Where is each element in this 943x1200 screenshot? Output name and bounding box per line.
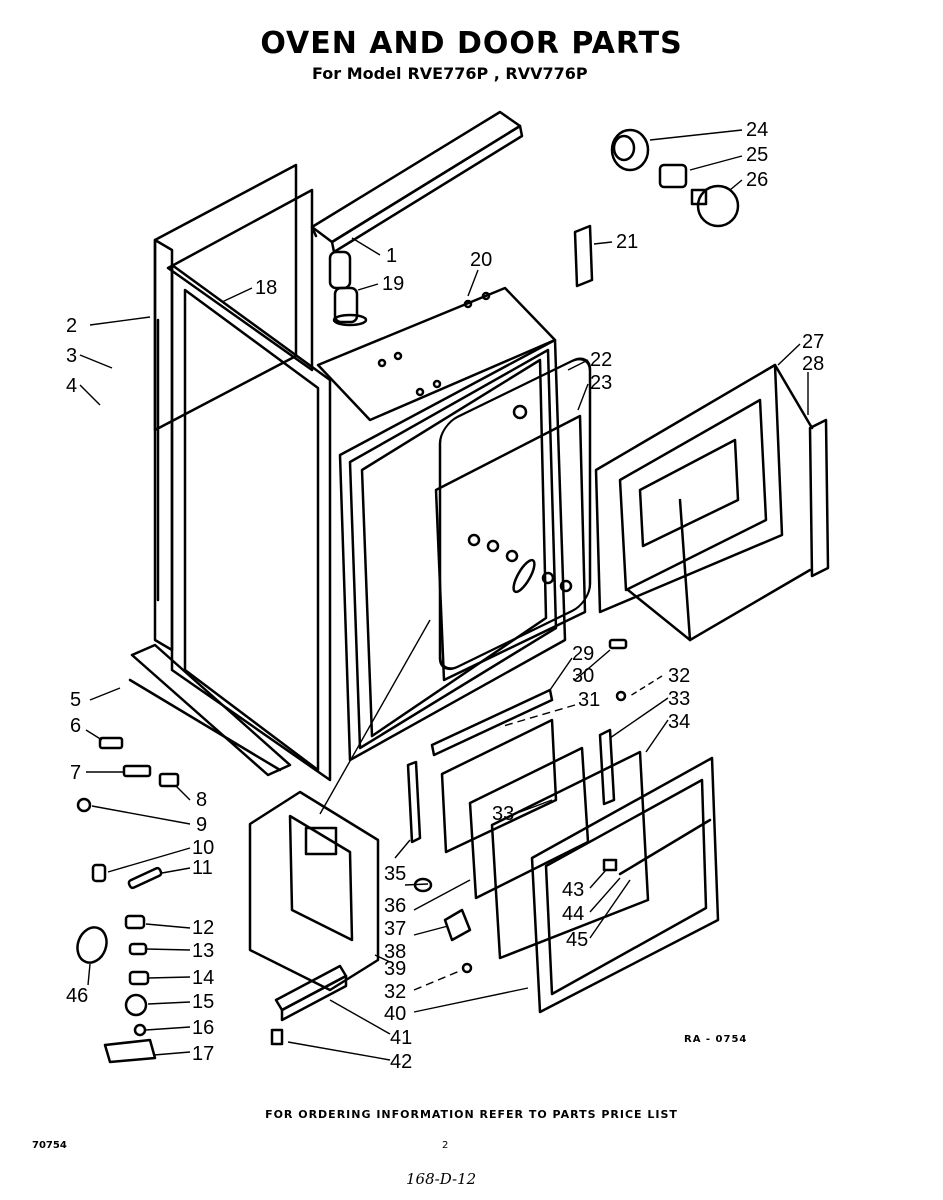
- subtitle-prefix: For Model: [312, 64, 402, 83]
- drawing-reference-code: RA - 0754: [684, 1034, 748, 1045]
- callout-1: 1: [386, 245, 397, 267]
- callout-19: 19: [382, 273, 404, 295]
- callout-33-top: 33: [668, 688, 690, 710]
- part-oven-liner: [434, 357, 592, 682]
- callout-24: 24: [746, 119, 768, 141]
- callout-46: 46: [66, 985, 88, 1007]
- callout-12: 12: [192, 917, 214, 939]
- part-door-side-assembly: [248, 790, 380, 992]
- callout-44: 44: [562, 903, 584, 925]
- model-numbers: RVE776P , RVV776P: [407, 64, 588, 83]
- callout-13: 13: [192, 940, 214, 962]
- callout-45: 45: [566, 929, 588, 951]
- part-side-panel: [153, 238, 332, 782]
- callout-27: 27: [802, 331, 824, 353]
- callout-29: 29: [572, 643, 594, 665]
- callout-43: 43: [562, 879, 584, 901]
- callout-30: 30: [572, 665, 594, 687]
- part-door-channel: [430, 638, 628, 757]
- part-back-panel: [153, 163, 314, 432]
- callout-20: 20: [470, 249, 492, 271]
- callout-36: 36: [384, 895, 406, 917]
- callout-4: 4: [66, 375, 77, 397]
- part-outer-door: [530, 756, 720, 1014]
- callout-26: 26: [746, 169, 768, 191]
- part-base: [128, 643, 292, 777]
- part-door-hinge-lower: [270, 690, 627, 1046]
- callout-16: 16: [192, 1017, 214, 1039]
- callout-31: 31: [578, 689, 600, 711]
- model-subtitle: For Model RVE776P , RVV776P: [312, 64, 594, 83]
- callout-7: 7: [70, 762, 81, 784]
- part-bracket-21: [573, 224, 594, 288]
- callout-42: 42: [390, 1051, 412, 1073]
- part-small-hardware: [76, 736, 180, 1064]
- callout-37: 37: [384, 918, 406, 940]
- callout-40: 40: [384, 1003, 406, 1025]
- callout-10: 10: [192, 837, 214, 859]
- callout-17: 17: [192, 1043, 214, 1065]
- callout-23: 23: [590, 372, 612, 394]
- part-glass-panels: [406, 718, 650, 960]
- callout-33-inner: 33: [492, 803, 514, 825]
- callout-39: 39: [384, 958, 406, 980]
- ordering-note: FOR ORDERING INFORMATION REFER TO PARTS …: [265, 1108, 678, 1121]
- part-oven-frame: [338, 338, 567, 762]
- callout-5: 5: [70, 689, 81, 711]
- callout-18: 18: [255, 277, 277, 299]
- callout-14: 14: [192, 967, 214, 989]
- callout-6: 6: [70, 715, 81, 737]
- part-top-rail: [310, 110, 524, 254]
- callout-8: 8: [196, 789, 207, 811]
- callout-25: 25: [746, 144, 768, 166]
- part-vent-duct: [328, 250, 368, 327]
- callout-32-bottom: 32: [384, 981, 406, 1003]
- callout-35: 35: [384, 863, 406, 885]
- part-oven-top-bracket: [316, 286, 557, 422]
- callout-2: 2: [66, 315, 77, 337]
- callout-21: 21: [616, 231, 638, 253]
- callout-28: 28: [802, 353, 824, 375]
- callout-11: 11: [192, 857, 213, 879]
- callout-38: 38: [384, 941, 406, 963]
- callout-41: 41: [390, 1027, 412, 1049]
- callout-22: 22: [590, 349, 612, 371]
- callout-15: 15: [192, 991, 214, 1013]
- part-inner-door-frame: [594, 363, 830, 642]
- handwritten-note: 168-D-12: [406, 1170, 477, 1188]
- part-light-assembly: [610, 128, 740, 228]
- callout-9: 9: [196, 814, 207, 836]
- page-title: OVEN AND DOOR PARTS: [260, 26, 683, 61]
- callout-32-top: 32: [668, 665, 690, 687]
- page-number: 2: [442, 1140, 449, 1151]
- callout-34: 34: [668, 711, 690, 733]
- callout-3: 3: [66, 345, 77, 367]
- form-code: 70754: [32, 1140, 67, 1151]
